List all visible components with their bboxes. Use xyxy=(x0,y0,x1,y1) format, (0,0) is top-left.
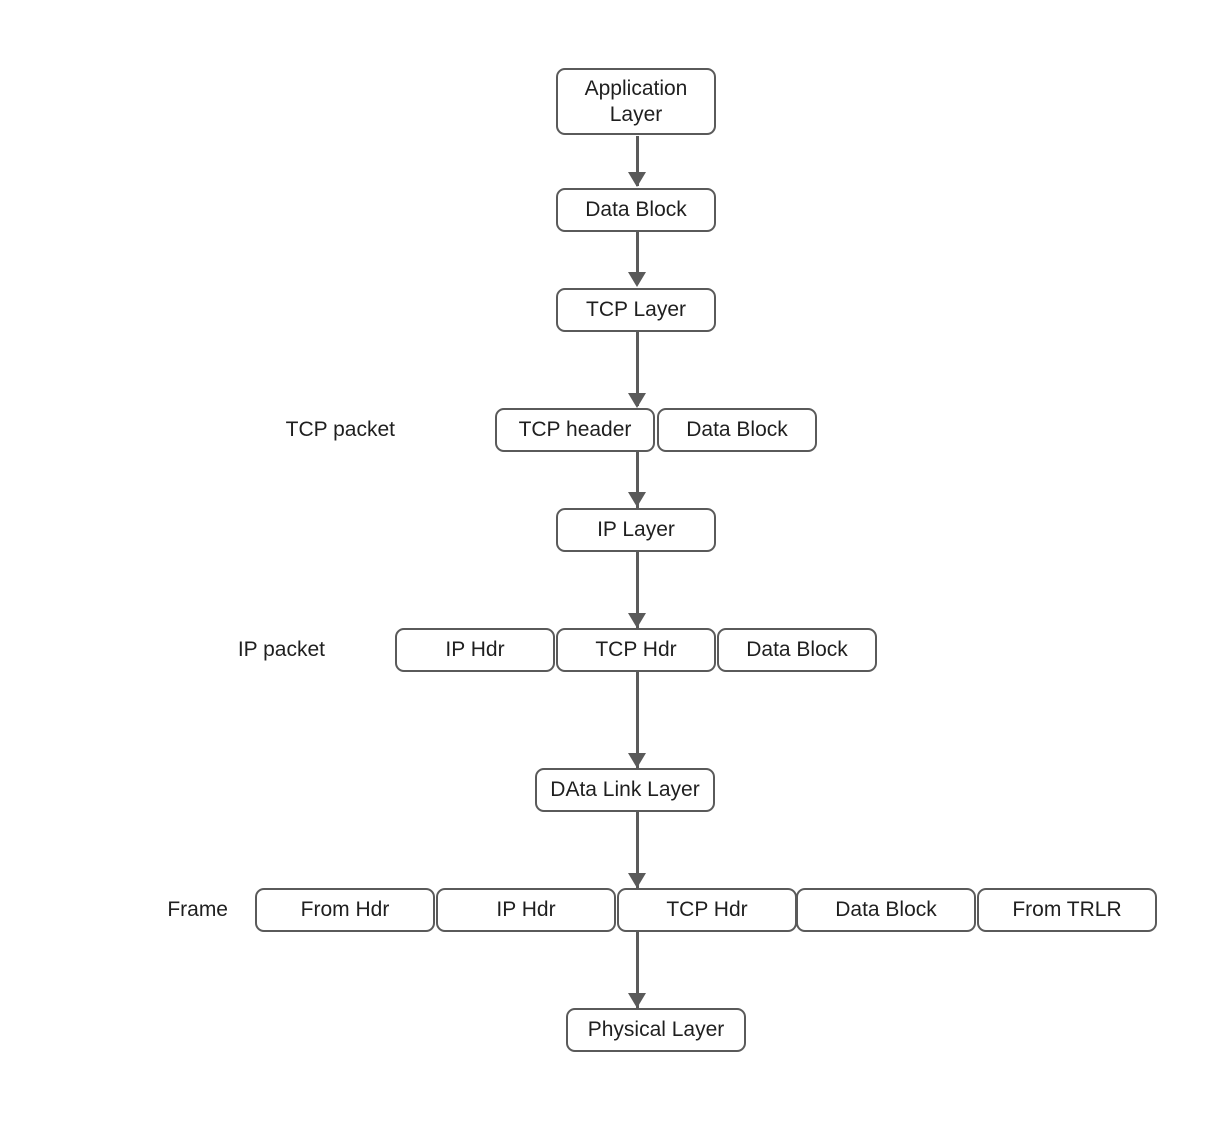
connector-datalink-to-frame xyxy=(636,812,639,888)
node-ip-layer[interactable]: IP Layer xyxy=(556,508,716,552)
connector-ippacket-to-datalink xyxy=(636,672,639,768)
arrowhead-datablock-to-tcplayer xyxy=(628,272,646,287)
node-tcp-hdr-ip-packet[interactable]: TCP Hdr xyxy=(556,628,716,672)
arrowhead-application-to-datablock xyxy=(628,172,646,187)
node-data-block-application[interactable]: Data Block xyxy=(556,188,716,232)
arrowhead-tcplayer-to-tcppacket xyxy=(628,393,646,408)
node-data-link-layer[interactable]: DAta Link Layer xyxy=(535,768,715,812)
arrowhead-tcppacket-to-iplayer xyxy=(628,492,646,507)
row-label-frame: Frame xyxy=(167,898,228,921)
node-frame-ip-hdr[interactable]: IP Hdr xyxy=(436,888,616,932)
row-label-tcp-packet: TCP packet xyxy=(285,418,395,441)
arrowhead-frame-to-physical xyxy=(628,993,646,1008)
connector-tcppacket-to-iplayer xyxy=(636,452,639,524)
node-physical-layer[interactable]: Physical Layer xyxy=(566,1008,746,1052)
node-frame-from-hdr[interactable]: From Hdr xyxy=(255,888,435,932)
arrowhead-datalink-to-frame xyxy=(628,873,646,888)
connector-application-to-datablock xyxy=(636,136,639,186)
node-data-block-tcp-packet[interactable]: Data Block xyxy=(657,408,817,452)
connector-frame-to-physical xyxy=(636,932,639,1008)
node-frame-from-trlr[interactable]: From TRLR xyxy=(977,888,1157,932)
connector-datablock-to-tcplayer xyxy=(636,232,639,284)
node-frame-tcp-hdr[interactable]: TCP Hdr xyxy=(617,888,797,932)
node-tcp-layer[interactable]: TCP Layer xyxy=(556,288,716,332)
node-ip-hdr[interactable]: IP Hdr xyxy=(395,628,555,672)
row-label-ip-packet: IP packet xyxy=(237,638,325,661)
arrowhead-iplayer-to-ippacket xyxy=(628,613,646,628)
node-application-layer[interactable]: Application Layer xyxy=(556,68,716,135)
arrowhead-ippacket-to-datalink xyxy=(628,753,646,768)
connector-tcplayer-to-tcppacket xyxy=(636,332,639,406)
node-data-block-ip-packet[interactable]: Data Block xyxy=(717,628,877,672)
node-tcp-header[interactable]: TCP header xyxy=(495,408,655,452)
node-frame-data-block[interactable]: Data Block xyxy=(796,888,976,932)
connector-iplayer-to-ippacket xyxy=(636,552,639,628)
